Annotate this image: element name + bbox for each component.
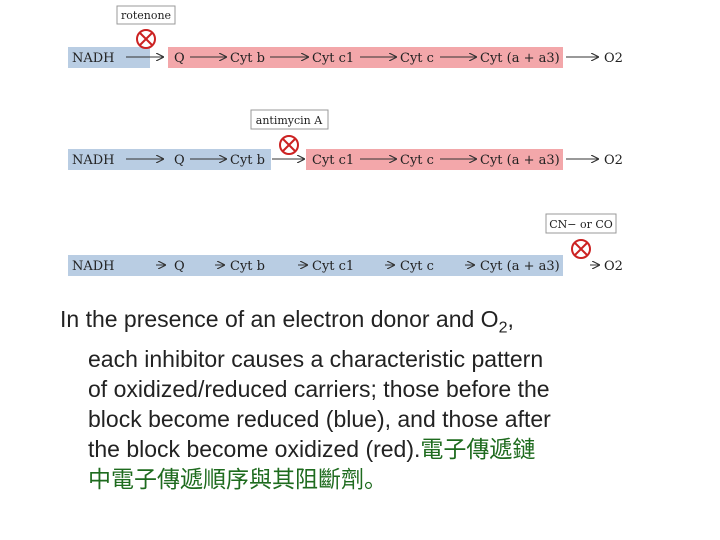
inhibitor-label: antimycin A — [256, 114, 323, 127]
carrier-q: Q — [174, 153, 185, 168]
carrier-nadh: NADH — [72, 259, 115, 274]
carrier-nadh: NADH — [72, 153, 115, 168]
carrier-q: Q — [174, 259, 185, 274]
row-antimycin: antimycin A NADH Q Cyt b Cyt c1 Cyt c Cy… — [68, 109, 623, 170]
caption-chinese-text: 電子傳遞鏈 — [420, 436, 536, 463]
inhibitor-label-box — [545, 213, 617, 234]
carrier-cyt-c1: Cyt c1 — [312, 51, 354, 66]
carrier-nadh: NADH — [72, 51, 115, 66]
carrier-cyt-c: Cyt c — [400, 153, 434, 168]
carrier-q: Q — [174, 51, 185, 66]
inhibitor-diagram: rotenone NADH Q Cyt b Cyt c1 Cyt c Cyt (… — [68, 5, 623, 276]
carrier-cyt-b: Cyt b — [230, 51, 265, 66]
block-icon — [571, 239, 591, 259]
reduced-band — [68, 47, 150, 68]
carrier-cyt-aa3: Cyt (a + a3) — [480, 259, 560, 274]
caption-line-6: 中電子傳遞順序與其阻斷劑。 — [88, 466, 387, 493]
carrier-cyt-c1: Cyt c1 — [312, 153, 354, 168]
caption-text: the block become oxidized (red). — [88, 435, 421, 462]
carrier-o2: O2 — [604, 259, 623, 274]
carrier-o2: O2 — [604, 153, 623, 168]
caption-text: In the presence of an electron donor and… — [60, 306, 499, 332]
row-rotenone: rotenone NADH Q Cyt b Cyt c1 Cyt c Cyt (… — [68, 5, 623, 68]
block-icon — [279, 135, 299, 155]
carrier-cyt-aa3: Cyt (a + a3) — [480, 51, 560, 66]
inhibitor-label-box — [116, 5, 176, 25]
carrier-cyt-c: Cyt c — [400, 259, 434, 274]
carrier-cyt-c1: Cyt c1 — [312, 259, 354, 274]
caption-line-1: In the presence of an electron donor and… — [60, 304, 660, 344]
caption-paragraph: In the presence of an electron donor and… — [60, 304, 660, 495]
caption-line-2: each inhibitor causes a characteristic p… — [88, 345, 544, 372]
oxidized-band — [306, 149, 563, 170]
inhibitor-label: rotenone — [121, 9, 171, 22]
caption-subscript: 2 — [498, 319, 508, 337]
block-icon — [136, 29, 156, 49]
row-cyanide: CN− or CO NADH Q Cyt b Cyt c1 Cyt c Cyt … — [68, 213, 623, 276]
carrier-cyt-c: Cyt c — [400, 51, 434, 66]
caption-line-5: the block become oxidized (red).電子傳遞鏈 — [60, 434, 660, 465]
reduced-band — [68, 149, 271, 170]
carrier-cyt-b: Cyt b — [230, 259, 265, 274]
inhibitor-label: CN− or CO — [549, 218, 613, 231]
carrier-cyt-aa3: Cyt (a + a3) — [480, 153, 560, 168]
reduced-band — [68, 255, 563, 276]
carrier-o2: O2 — [604, 51, 623, 66]
caption-line-4: block become reduced (blue), and those a… — [88, 405, 551, 432]
caption-line-3: of oxidized/reduced carriers; those befo… — [88, 375, 550, 402]
carrier-cyt-b: Cyt b — [230, 153, 265, 168]
caption-text: , — [507, 306, 514, 332]
inhibitor-label-box — [250, 109, 329, 130]
